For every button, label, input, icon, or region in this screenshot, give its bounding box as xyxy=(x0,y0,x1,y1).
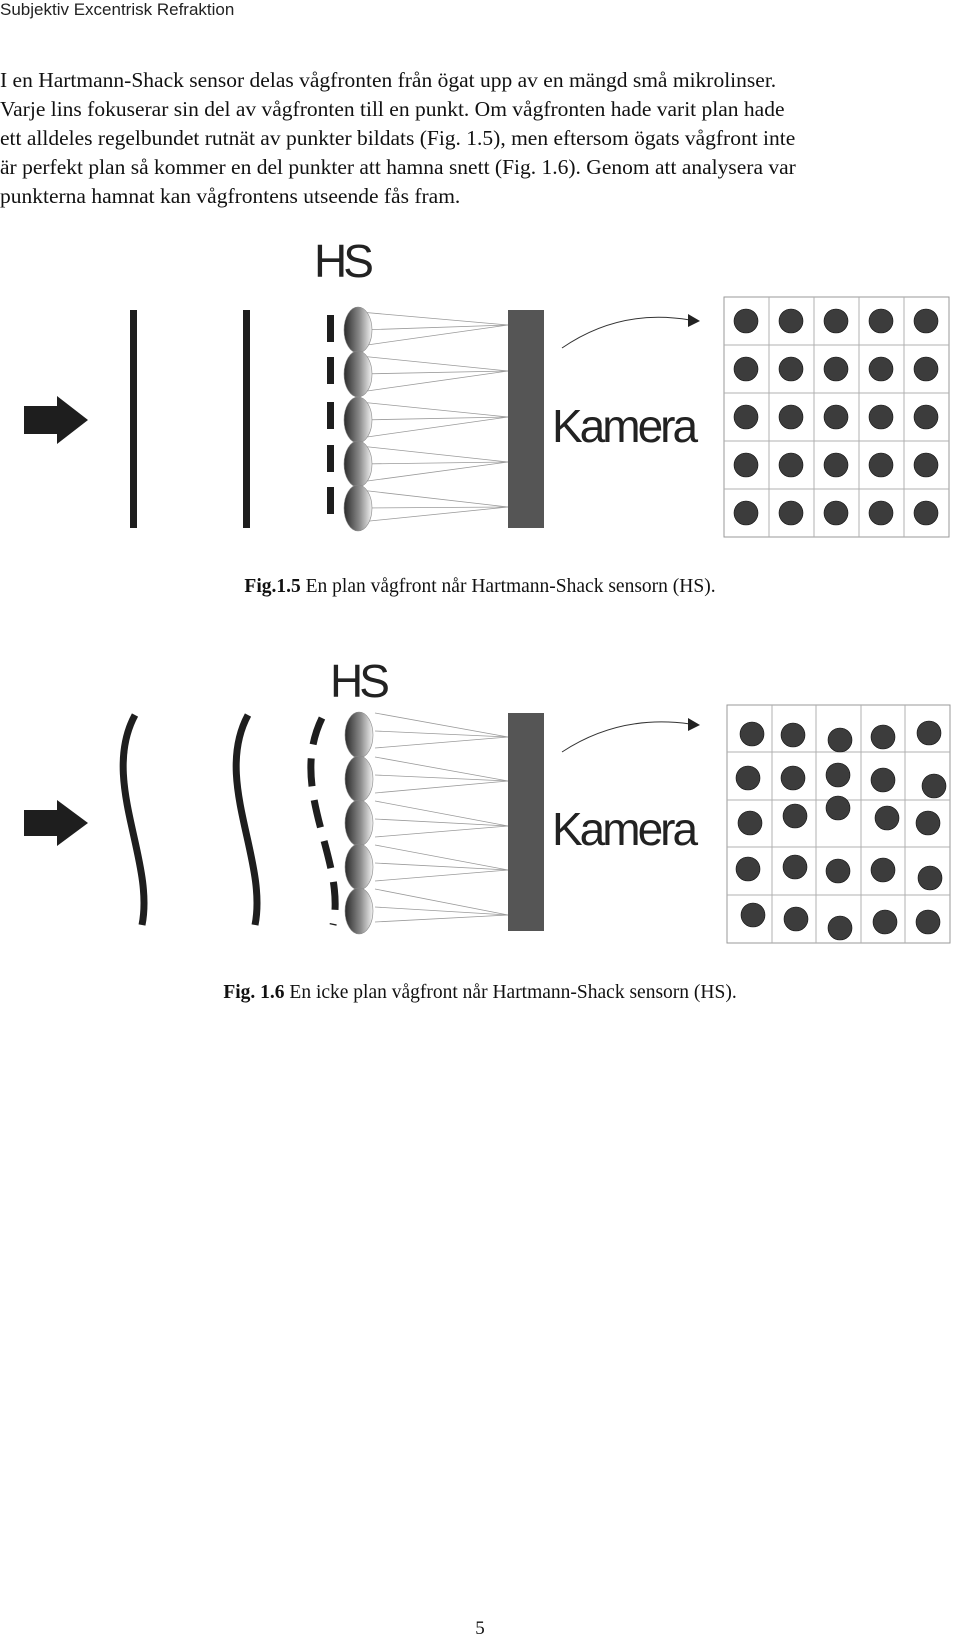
paragraph-line: är perfekt plan så kommer en del punkter… xyxy=(0,155,796,179)
incoming-arrow-icon xyxy=(24,800,88,846)
paragraph-line: ett alldeles regelbundet rutnät av punkt… xyxy=(0,126,796,150)
curved-arrow-icon xyxy=(561,721,691,753)
curved-arrow-icon xyxy=(561,316,691,349)
figure-aberrated-wavefront: HS Kamera xyxy=(24,655,951,944)
camera-sensor xyxy=(508,713,544,931)
lenslet-array xyxy=(343,306,373,532)
wavefront-segments xyxy=(307,716,339,926)
paragraph-line: I en Hartmann-Shack sensor delas vågfron… xyxy=(0,68,777,92)
wavefront-curve xyxy=(232,713,261,926)
hs-label: HS xyxy=(314,235,372,287)
figure-plane-wavefront: HS Kamera xyxy=(24,235,950,538)
running-header: Subjektiv Excentrisk Refraktion xyxy=(0,0,235,19)
body-paragraph: I en Hartmann-Shack sensor delas vågfron… xyxy=(0,66,945,211)
focus-rays xyxy=(374,712,509,923)
caption-number: Fig. 1.6 xyxy=(223,982,285,1003)
lenslet-array xyxy=(344,711,374,935)
caption-text: En icke plan vågfront når Hartmann-Shack… xyxy=(284,982,737,1003)
incoming-arrow-icon xyxy=(24,396,88,444)
caption-text: En plan vågfront når Hartmann-Shack sens… xyxy=(300,576,716,597)
paragraph-line: Varje lins fokuserar sin del av vågfront… xyxy=(0,97,785,121)
wavefront-curve xyxy=(119,713,148,926)
spot-grid xyxy=(723,296,950,538)
figure-caption: Fig.1.5 En plan vågfront når Hartmann-Sh… xyxy=(0,576,960,598)
spot-grid xyxy=(726,704,951,944)
camera-sensor xyxy=(508,310,544,528)
focus-rays xyxy=(359,311,509,523)
hs-label: HS xyxy=(330,655,388,707)
paragraph-line: punkterna hamnat kan vågfrontens utseend… xyxy=(0,184,461,208)
wavefront-segments xyxy=(327,315,334,514)
camera-label: Kamera xyxy=(552,400,698,452)
figure-caption: Fig. 1.6 En icke plan vågfront når Hartm… xyxy=(0,982,960,1004)
wavefront-line xyxy=(243,310,250,528)
page-number: 5 xyxy=(475,1618,485,1639)
camera-label: Kamera xyxy=(552,803,698,855)
caption-number: Fig.1.5 xyxy=(244,576,301,597)
wavefront-line xyxy=(130,310,137,528)
